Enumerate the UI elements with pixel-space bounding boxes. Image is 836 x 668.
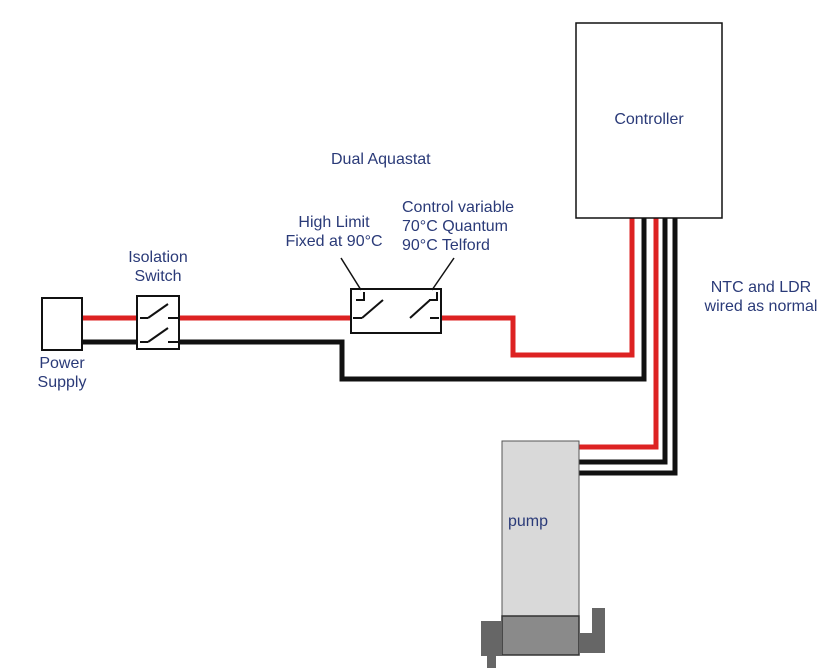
control-variable-pointer — [431, 257, 455, 291]
ntc-ldr-label: NTC and LDR wired as normal — [704, 279, 818, 315]
neutral-wire-controller-to-pump-2 — [579, 218, 668, 465]
pump-symbol — [481, 440, 605, 668]
aquastat-symbol — [350, 288, 442, 334]
neutral-wire-controller-to-pump — [579, 218, 678, 476]
pump-body — [501, 440, 580, 617]
isolation-switch-label: Isolation Switch — [128, 249, 188, 285]
controller-box — [575, 22, 723, 219]
high-limit-pointer — [340, 257, 362, 291]
controller-label: Controller — [614, 111, 684, 128]
power-supply-label: Power Supply — [37, 355, 87, 391]
pump-left-flange — [481, 621, 502, 656]
high-limit-label: High Limit Fixed at 90°C — [285, 214, 383, 250]
isolation-switch-symbol — [136, 295, 180, 350]
neutral-wire — [82, 218, 678, 476]
neutral-wire-isolator-to-controller — [178, 218, 647, 382]
power-supply-box — [41, 297, 83, 351]
live-wire-aquastat-to-controller — [438, 218, 635, 358]
pump-right-pipe — [592, 608, 605, 638]
live-wire-controller-to-pump — [579, 218, 659, 450]
dual-aquastat-label: Dual Aquastat — [331, 151, 431, 168]
pump-left-pipe — [487, 656, 496, 668]
pump-label: pump — [508, 513, 549, 530]
pump-base — [501, 615, 580, 656]
control-variable-label: Control variable 70°C Quantum 90°C Telfo… — [402, 199, 515, 254]
